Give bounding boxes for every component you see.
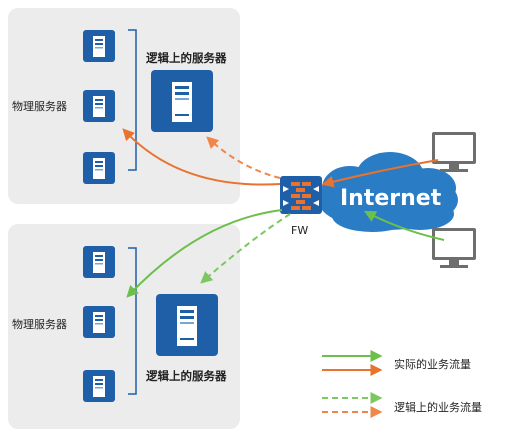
client-pc-icon (432, 228, 476, 268)
physical-server-icon (83, 370, 115, 402)
logical-server-label-top: 逻辑上的服务器 (146, 51, 227, 65)
actual-traffic-arrow-orange (321, 159, 439, 188)
actual-traffic-arrow-green (126, 209, 283, 298)
logical-server-icon (156, 294, 218, 356)
physical-server-icon (83, 90, 115, 122)
bracket-bottom-group (128, 247, 137, 395)
firewall-label: FW (291, 224, 309, 237)
legend-logical-label: 逻辑上的业务流量 (394, 401, 482, 414)
physical-server-label-bottom: 物理服务器 (12, 318, 67, 331)
internet-label: Internet (340, 186, 442, 211)
physical-server-icon (83, 152, 115, 184)
legend-actual-label: 实际的业务流量 (394, 358, 471, 371)
logical-traffic-arrow-green (200, 213, 291, 284)
actual-traffic-arrow-orange (122, 128, 281, 186)
physical-server-icon (83, 246, 115, 278)
bracket-top-group (128, 29, 137, 171)
physical-server-label-top: 物理服务器 (12, 100, 67, 113)
logical-server-icon (151, 70, 213, 132)
firewall-icon (280, 176, 322, 214)
physical-server-icon (83, 30, 115, 62)
logical-server-label-bottom: 逻辑上的服务器 (146, 369, 227, 383)
logical-traffic-arrow-orange (206, 136, 281, 179)
actual-traffic-arrow-green (363, 210, 445, 241)
client-pc-icon (432, 132, 476, 172)
physical-server-icon (83, 306, 115, 338)
